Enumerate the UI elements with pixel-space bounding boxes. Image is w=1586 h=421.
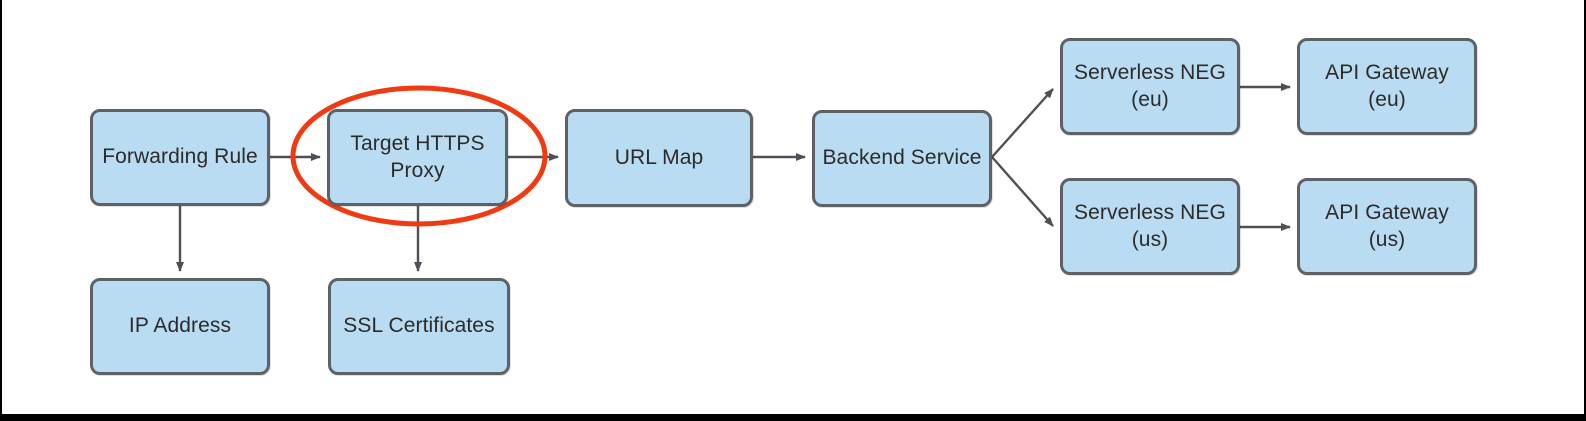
node-label-backend-service: Backend Service: [822, 146, 982, 170]
node-label-serverless-neg-eu: Serverless NEG (eu): [1074, 61, 1226, 111]
edge-backend-service-to-serverless-neg-eu: [991, 88, 1054, 158]
highlight-ellipse: [290, 85, 548, 227]
node-label-forwarding-rule: Forwarding Rule: [102, 145, 258, 169]
frame-right-rule: [1584, 0, 1586, 421]
node-label-ssl-certificates: SSL Certificates: [343, 314, 495, 338]
node-label-api-gateway-eu: API Gateway (eu): [1325, 61, 1449, 111]
node-label-ip-address: IP Address: [128, 314, 232, 338]
node-api-gateway-eu[interactable]: API Gateway (eu): [1297, 38, 1477, 135]
node-backend-service[interactable]: Backend Service: [812, 110, 992, 207]
node-api-gateway-us[interactable]: API Gateway (us): [1297, 178, 1477, 275]
node-serverless-neg-us[interactable]: Serverless NEG (us): [1060, 178, 1240, 275]
frame-bottom-bar: [0, 414, 1586, 421]
edge-backend-service-to-serverless-neg-us: [991, 156, 1054, 227]
node-ssl-certificates[interactable]: SSL Certificates: [328, 278, 510, 375]
node-url-map[interactable]: URL Map: [565, 109, 753, 207]
node-forwarding-rule[interactable]: Forwarding Rule: [90, 109, 270, 206]
node-serverless-neg-eu[interactable]: Serverless NEG (eu): [1060, 38, 1240, 135]
node-label-serverless-neg-us: Serverless NEG (us): [1074, 201, 1226, 251]
node-target-https-proxy[interactable]: Target HTTPS Proxy: [327, 109, 508, 206]
node-ip-address[interactable]: IP Address: [90, 278, 270, 375]
frame-left-rule: [0, 0, 2, 421]
node-label-api-gateway-us: API Gateway (us): [1325, 201, 1449, 251]
node-label-target-https-proxy: Target HTTPS Proxy: [350, 132, 485, 182]
node-label-url-map: URL Map: [614, 145, 704, 169]
